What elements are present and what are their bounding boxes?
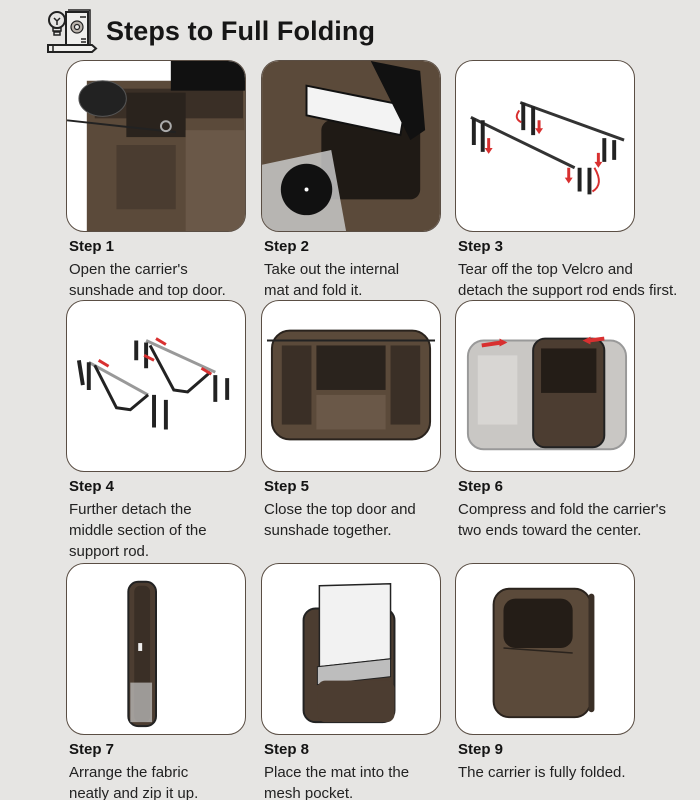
step-5-label: Step 5 <box>264 478 310 495</box>
step-1-image <box>66 60 246 232</box>
step-9: Step 9 The carrier is fully folded. <box>455 563 645 783</box>
compress-carrier-illustration <box>466 336 628 451</box>
page-title: Steps to Full Folding <box>106 15 376 46</box>
remove-mat-illustration <box>262 61 440 231</box>
step-4-label: Step 4 <box>69 478 115 495</box>
step-3-image <box>455 60 635 232</box>
step-3-label: Step 3 <box>458 238 504 255</box>
zipped-carrier-illustration <box>127 580 157 728</box>
mat-in-pocket-illustration <box>302 583 396 724</box>
open-carrier-illustration <box>67 61 245 231</box>
step-7-label: Step 7 <box>69 741 115 758</box>
step-2-image <box>261 60 441 232</box>
closed-carrier-illustration <box>266 329 436 441</box>
step-7-image <box>66 563 246 735</box>
detach-rod-ends-illustration <box>470 101 625 195</box>
step-1-label: Step 1 <box>69 238 115 255</box>
folded-carrier-illustration <box>492 587 595 719</box>
step-4-image <box>66 300 246 472</box>
step-9-image <box>455 563 635 735</box>
idea-document-icon <box>47 9 98 53</box>
step-8-image <box>261 563 441 735</box>
page-header: Steps to Full Folding <box>44 8 375 54</box>
step-6-label: Step 6 <box>458 478 504 495</box>
detach-rod-middle-illustration <box>76 337 230 430</box>
step-9-description: The carrier is fully folded. <box>458 764 626 781</box>
step-6-image <box>455 300 635 472</box>
step-5-image <box>261 300 441 472</box>
step-2-label: Step 2 <box>264 238 310 255</box>
step-8-label: Step 8 <box>264 741 310 758</box>
step-9-label: Step 9 <box>458 741 504 758</box>
